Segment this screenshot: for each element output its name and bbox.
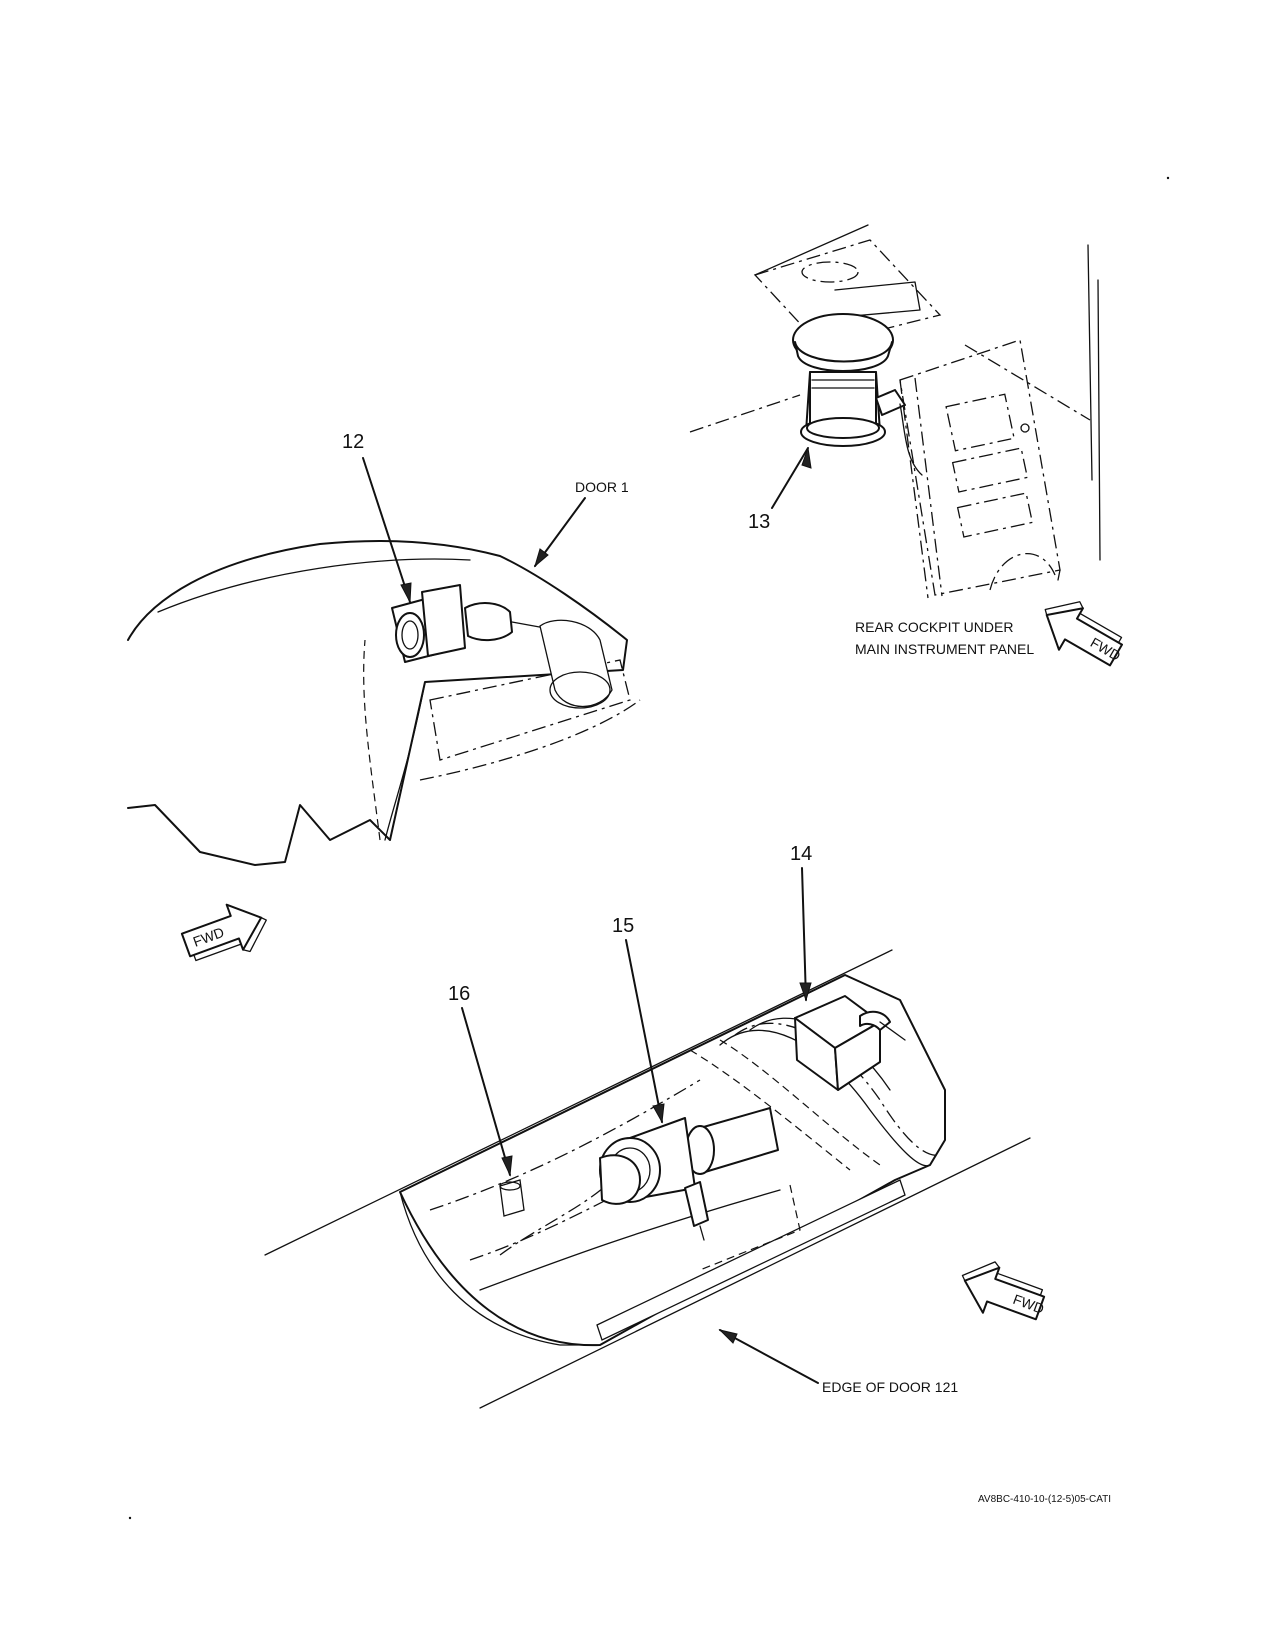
- callout-15: 15: [612, 915, 634, 937]
- fwd-direction-arrow: FWD: [1044, 601, 1123, 667]
- figure-code: AV8BC-410-10-(12-5)05-CATI: [978, 1494, 1111, 1505]
- callout-12: 12: [342, 431, 364, 453]
- label-rear-cockpit-line1: REAR COCKPIT UNDER: [855, 619, 1013, 635]
- label-door-1: DOOR 1: [575, 479, 629, 495]
- callout-13: 13: [748, 511, 770, 533]
- connector-item-15: [599, 1107, 779, 1241]
- label-rear-cockpit-line2: MAIN INSTRUMENT PANEL: [855, 641, 1034, 657]
- fwd-direction-arrow: FWD: [961, 1261, 1046, 1321]
- callout-14: 14: [790, 843, 812, 865]
- housing-item-13: [792, 313, 923, 476]
- fwd-direction-arrow: FWD: [180, 903, 267, 962]
- view-door-121: 14 15 16 EDGE OF DOOR 121: [264, 843, 1031, 1409]
- callout-16: 16: [448, 983, 470, 1005]
- component-item-14: [794, 995, 906, 1091]
- label-edge-of-door-121: EDGE OF DOOR 121: [822, 1379, 958, 1395]
- view-rear-cockpit: 13 REAR COCKPIT UNDER MAIN INSTRUMENT PA…: [689, 224, 1101, 657]
- view-door-1: 12 DOOR 1: [127, 431, 641, 866]
- connector-item-12: [391, 584, 546, 663]
